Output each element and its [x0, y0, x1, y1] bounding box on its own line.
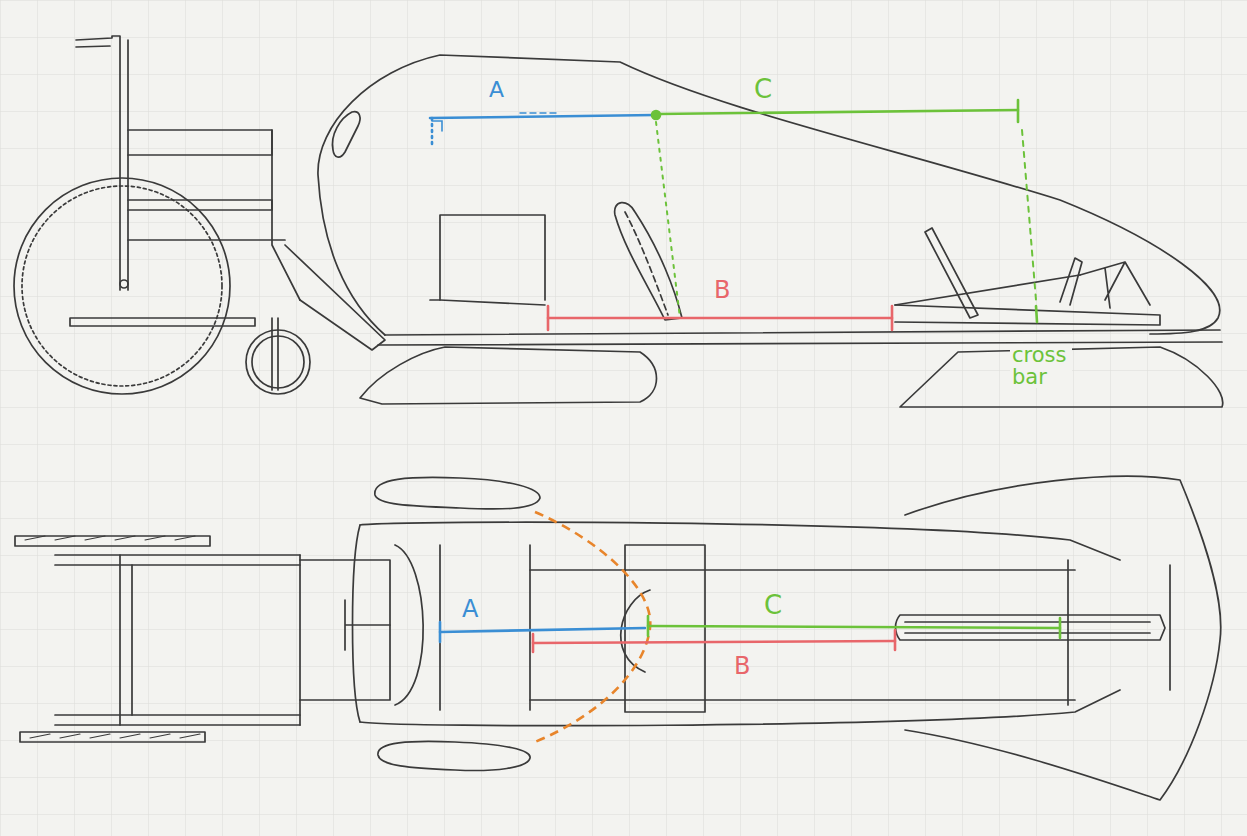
dimension-label: B — [732, 654, 752, 679]
dimension-label: A — [460, 597, 480, 622]
dimension-label: cross bar — [1010, 344, 1072, 388]
dimension-label: C — [762, 592, 784, 619]
dimension-label: C — [752, 76, 774, 103]
dimension-label: B — [712, 278, 732, 303]
dimension-label: A — [487, 78, 506, 101]
